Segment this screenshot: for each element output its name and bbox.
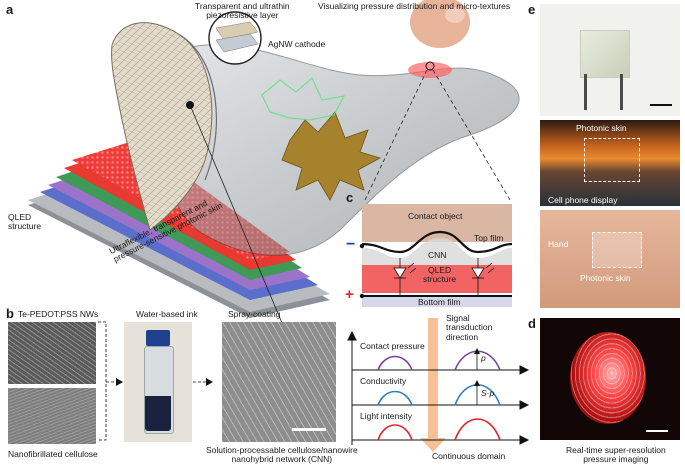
signal-arrow-head — [420, 438, 446, 452]
light-curve-2 — [454, 418, 501, 441]
label-cnn-c: CNN — [428, 250, 447, 260]
panel-letter-b: b — [6, 306, 14, 321]
panel-letter-c: c — [346, 190, 354, 205]
label-contact-object: Contact object — [408, 211, 463, 221]
qled-structure-block — [362, 265, 512, 293]
curves-axes — [347, 330, 530, 445]
cnn-layer — [362, 238, 512, 265]
curled-piezoresistive-layer — [111, 22, 213, 231]
label-signal-direction: Signal transduction direction — [446, 313, 493, 342]
label-signal-line3: direction — [446, 331, 479, 342]
sem-image-nanowires — [8, 322, 96, 384]
label-piezoresistive-layer: Transparent and ultrathin piezoresistive… — [195, 1, 290, 21]
label-qled-structure-a: QLED structure — [8, 212, 42, 232]
label-cnn-description: Solution-processable cellulose/nanowire … — [206, 445, 358, 465]
label-continuous-domain: Continuous domain — [432, 451, 506, 461]
label-nanofibrillated-cellulose: Nanofibrillated cellulose — [8, 449, 98, 459]
label-layer-line1: Transparent and ultrathin — [195, 1, 290, 11]
negative-terminal: − — [346, 236, 356, 253]
sem-image-cnn — [222, 322, 336, 442]
label-layer-line2: piezoresistive layer — [206, 10, 279, 21]
top-film — [361, 230, 513, 254]
label-cnn-line2: nanohybrid network (CNN) — [231, 454, 333, 465]
label-bottom-film: Bottom film — [418, 297, 461, 307]
led-symbol-right — [471, 258, 495, 296]
positive-terminal: + — [345, 286, 354, 303]
label-visualizing: Visualizing pressure distribution and mi… — [318, 1, 511, 11]
sem-image-cellulose — [8, 388, 96, 444]
label-p: p — [481, 353, 486, 363]
label-qled-c-line2: structure — [423, 274, 457, 285]
label-spray-coating: Spray-coating — [228, 309, 281, 319]
label-contact-pressure: Contact pressure — [360, 341, 425, 351]
label-qled-line1: QLED — [8, 212, 32, 222]
bracket-arrow-b — [98, 321, 118, 441]
label-qled-structure-c: QLED structure — [423, 265, 457, 285]
curl-edge — [179, 34, 218, 181]
detail-circle — [425, 61, 435, 71]
label-photonic-skin-top: Photonic skin — [576, 123, 627, 133]
label-cnn-line1: Solution-processable cellulose/nanowire — [206, 445, 358, 455]
label-qled-c-line1: QLED — [427, 265, 452, 275]
led-symbol-left — [393, 258, 417, 296]
hand-photo — [540, 210, 680, 308]
label-photonic-skin-bottom: Photonic skin — [580, 273, 631, 283]
contact-object — [362, 204, 512, 242]
label-s-p: S·p — [481, 388, 495, 398]
signal-arrow-shaft — [428, 318, 438, 438]
photonic-skin-photo — [540, 4, 680, 116]
label-qled-line2: structure — [8, 221, 42, 232]
fingerprint-image — [540, 318, 680, 440]
label-light-intensity: Light intensity — [360, 411, 412, 421]
label-conductivity: Conductivity — [360, 376, 407, 386]
pressure-curve-1 — [377, 355, 413, 371]
panel-letter-d: d — [528, 316, 536, 331]
light-curve-1 — [377, 424, 413, 441]
label-top-film: Top film — [474, 233, 504, 243]
pressure-curve-2 — [454, 350, 501, 371]
finger-nail — [445, 7, 465, 23]
maple-leaf — [281, 111, 382, 201]
panel-letter-a: a — [6, 2, 14, 17]
panel-letter-e: e — [528, 2, 536, 17]
label-water-ink: Water-based ink — [136, 309, 198, 319]
label-cell-phone-display: Cell phone display — [548, 195, 618, 205]
conductivity-curve-1 — [377, 390, 413, 406]
label-signal-line2: transduction — [446, 322, 493, 333]
label-d-line1: Real-time super-resolution — [566, 445, 666, 455]
label-hand: Hand — [548, 239, 569, 249]
cell-phone-display-photo — [540, 120, 680, 206]
label-d-line2: pressure imaging — [583, 454, 649, 465]
label-fingerprint: Real-time super-resolution pressure imag… — [566, 445, 666, 465]
label-signal-line1: Signal — [446, 313, 470, 323]
label-te-pedot-nws: Te-PEDOT:PSS NWs — [18, 309, 99, 319]
green-glow-leaf — [261, 77, 346, 121]
ink-vial-photo — [124, 322, 192, 442]
label-agnw-cathode: AgNW cathode — [268, 39, 326, 49]
bottom-film — [362, 297, 512, 307]
